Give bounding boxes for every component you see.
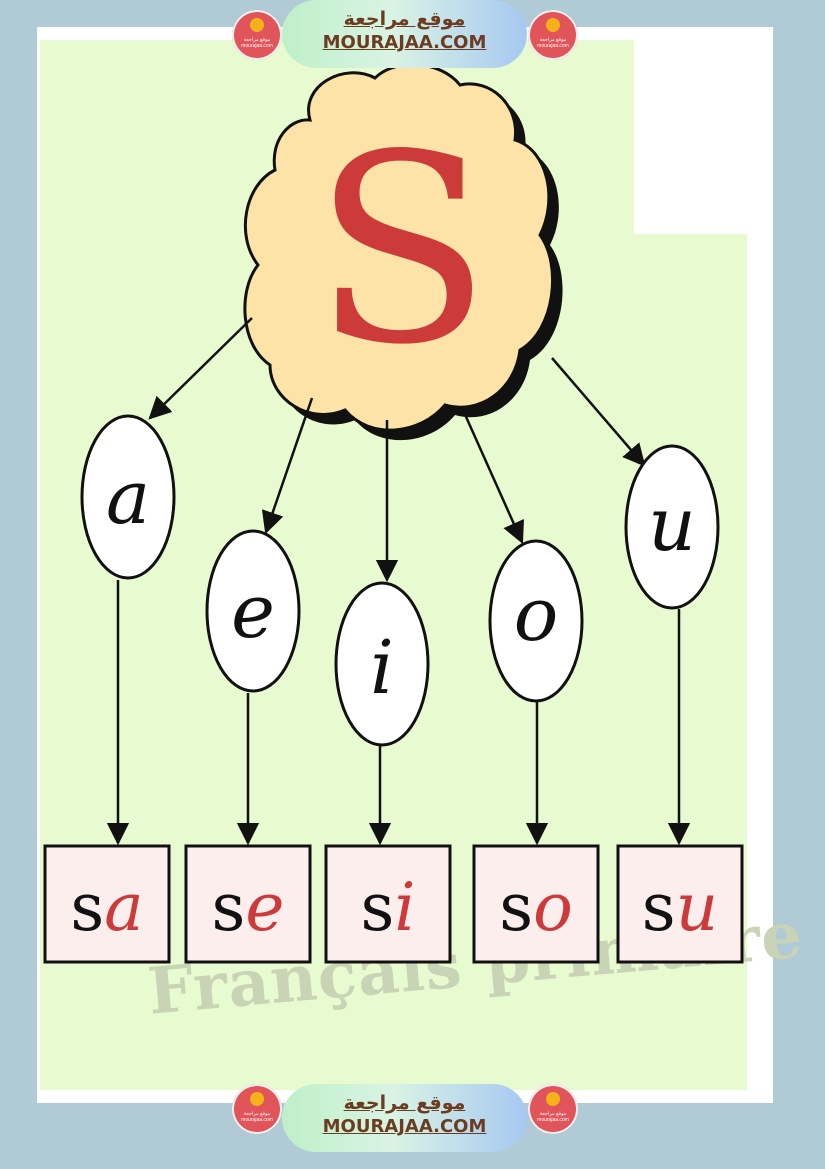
white-corner — [634, 27, 773, 234]
cloud-shape — [243, 62, 554, 432]
vowel-node-a: a — [80, 414, 176, 580]
syllable-box-se: se — [184, 844, 312, 964]
syllable-box-sa: sa — [43, 844, 171, 964]
banner-arabic-title: موقع مراجعة — [343, 8, 466, 30]
banner-site-link[interactable]: MOURAJAA.COM — [322, 1116, 487, 1137]
vowel-node-u: u — [624, 444, 720, 610]
site-logo-bottom-left[interactable]: موقع مراجعة mourajaa.com — [232, 1084, 282, 1134]
arrow-to-a — [148, 317, 253, 420]
syllable-box-si: si — [324, 844, 452, 964]
vowel-node-o: o — [488, 539, 584, 703]
svg-text:si: si — [361, 869, 416, 946]
site-banner-top[interactable]: موقع مراجعة MOURAJAA.COM — [282, 0, 527, 68]
svg-text:o: o — [514, 572, 559, 658]
svg-text:so: so — [499, 869, 573, 946]
logo-icon — [250, 1092, 264, 1106]
site-logo-top-left[interactable]: موقع مراجعة mourajaa.com — [232, 10, 282, 60]
site-logo-top-right[interactable]: موقع مراجعة mourajaa.com — [528, 10, 578, 60]
svg-text:a: a — [106, 455, 150, 541]
arrow-to-o — [461, 409, 525, 545]
arrow-to-e — [261, 397, 314, 535]
syllable-box-so: so — [472, 844, 600, 964]
vowel-node-e: e — [205, 529, 301, 693]
svg-text:u: u — [648, 482, 696, 568]
site-banner-bottom[interactable]: موقع مراجعة MOURAJAA.COM — [282, 1084, 527, 1152]
svg-text:sa: sa — [70, 869, 143, 946]
banner-site-link[interactable]: MOURAJAA.COM — [322, 32, 487, 53]
svg-text:e: e — [231, 569, 275, 655]
logo-icon — [250, 18, 264, 32]
banner-arabic-title: موقع مراجعة — [343, 1092, 466, 1114]
vowel-node-i: i — [334, 581, 430, 747]
svg-text:i: i — [370, 625, 394, 711]
syllable-box-su: su — [616, 844, 744, 964]
site-logo-bottom-right[interactable]: موقع مراجعة mourajaa.com — [528, 1084, 578, 1134]
logo-icon — [546, 18, 560, 32]
arrow-to-u — [551, 357, 646, 467]
consonant-letter: S — [313, 100, 491, 402]
svg-text:se: se — [212, 869, 285, 946]
svg-text:su: su — [642, 869, 718, 946]
logo-icon — [546, 1092, 560, 1106]
